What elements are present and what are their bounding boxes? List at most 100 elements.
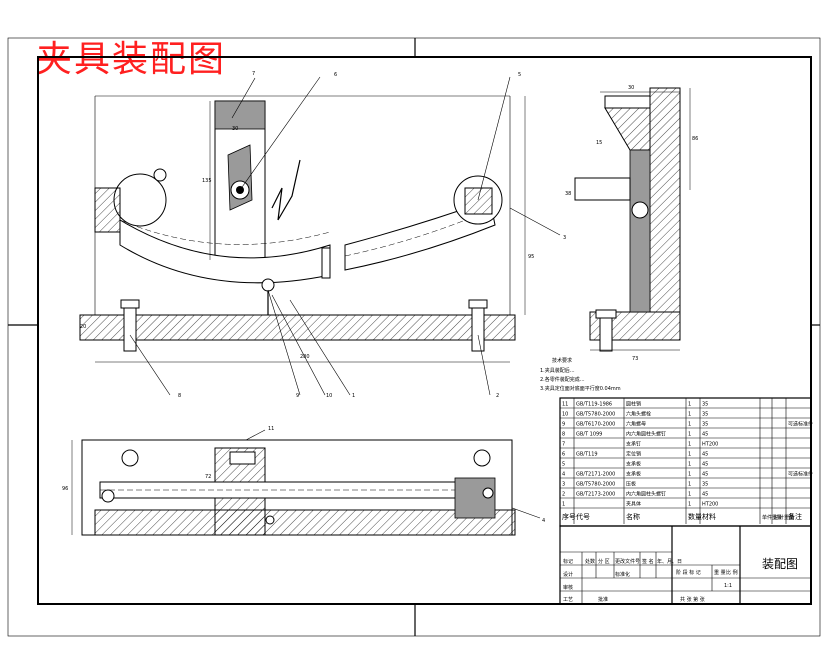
top-base bbox=[94, 509, 516, 536]
bolt-right bbox=[471, 302, 485, 352]
bom-cell: 1 bbox=[688, 412, 691, 418]
bom-cell: 2 bbox=[562, 492, 565, 498]
bom-cell: 压板 bbox=[626, 481, 636, 488]
bom-cell: 定位销 bbox=[626, 451, 641, 458]
balloon-7: 7 bbox=[252, 71, 255, 77]
bom-cell: HT200 bbox=[702, 442, 718, 448]
tech-note-1: 1.夹具装配后... bbox=[540, 367, 575, 374]
bom-cell: 1 bbox=[688, 422, 691, 428]
workpiece-right bbox=[344, 199, 496, 271]
bom-cell: GB/T5780-2000 bbox=[576, 412, 615, 418]
bom-cell: 10 bbox=[562, 412, 568, 418]
dim-side-86: 86 bbox=[692, 136, 698, 142]
bom-cell: 3 bbox=[562, 482, 565, 488]
bom-header: 序号 bbox=[562, 512, 576, 521]
bom-cell: 1 bbox=[688, 452, 691, 458]
tb-count: 处数 bbox=[585, 558, 595, 565]
bom-cell: HT200 bbox=[702, 502, 718, 508]
balloon-2: 2 bbox=[496, 393, 499, 399]
tb-zone: 分 区 bbox=[598, 558, 610, 565]
bom-cell: 支承钉 bbox=[626, 441, 641, 448]
dim-side-15: 15 bbox=[596, 140, 602, 146]
bom-cell: 6 bbox=[562, 452, 565, 458]
balloon-4: 4 bbox=[542, 518, 545, 524]
dim-135: 135 bbox=[202, 178, 212, 184]
bom-cell: 六角螺母 bbox=[626, 421, 646, 428]
tech-note-3: 3.夹具定位面对底面平行度0.04mm bbox=[540, 385, 621, 392]
balloon-5: 5 bbox=[518, 72, 521, 78]
top-view: 96 72 bbox=[62, 439, 516, 536]
bom-cell: GB/T2173-2000 bbox=[576, 492, 615, 498]
sheet-frame bbox=[7, 37, 821, 637]
bom-cell: 5 bbox=[562, 462, 565, 468]
balloon-1: 1 bbox=[352, 393, 355, 399]
bom-cell: 45 bbox=[702, 492, 708, 498]
bom-cell: 夹具体 bbox=[626, 501, 641, 508]
dim-top-72: 72 bbox=[205, 474, 211, 480]
title-block-drawing-name: 装配图 bbox=[762, 557, 798, 571]
tb-signature: 签 名 bbox=[642, 558, 654, 565]
tb-scale: 1:1 bbox=[724, 583, 732, 589]
bom-cell: 35 bbox=[702, 402, 708, 408]
tb-review: 审核 bbox=[563, 584, 573, 591]
dim-30: 30 bbox=[232, 126, 238, 132]
bom-cell: GB/T119-1986 bbox=[576, 402, 612, 408]
dim-side-73: 73 bbox=[632, 356, 638, 362]
tb-change-doc: 更改文件号 bbox=[615, 558, 640, 565]
tb-ratio: 比 例 bbox=[726, 569, 738, 576]
bom-cell: 支承板 bbox=[626, 471, 641, 478]
bom-cell: 支承板 bbox=[626, 461, 641, 468]
bom-cell: 1 bbox=[688, 502, 691, 508]
tech-notes-heading: 技术要求 bbox=[552, 357, 572, 364]
tb-weight: 重 量 bbox=[714, 569, 726, 576]
side-view: 30 73 86 15 38 bbox=[565, 85, 698, 362]
title-block: 装配图 标记 处数 分 区 更改文件号 签 名 年、月、日 设计 标准化 阶 段… bbox=[559, 525, 812, 605]
bom-header: 单件重量 bbox=[762, 514, 782, 521]
bom-cell: 六角头螺栓 bbox=[626, 411, 651, 418]
bom-cell: GB/T6170-2000 bbox=[576, 422, 615, 428]
bom-cell: 35 bbox=[702, 482, 708, 488]
bom-cell: 可选标准件 bbox=[788, 471, 813, 478]
bom-cell: 45 bbox=[702, 452, 708, 458]
bom-cell: GB/T 1099 bbox=[576, 432, 602, 438]
balloon-3: 3 bbox=[563, 235, 566, 241]
drawing-title: 夹具装配图 bbox=[36, 39, 227, 80]
dim-top-96: 96 bbox=[62, 486, 68, 492]
balloons: 7 6 5 3 8 9 10 1 2 11 4 bbox=[129, 71, 566, 524]
dim-side-38: 38 bbox=[565, 191, 571, 197]
tb-date: 年、月、日 bbox=[657, 558, 682, 565]
bom-cell: 4 bbox=[562, 472, 565, 478]
bom-cell: 1 bbox=[688, 402, 691, 408]
balloon-6: 6 bbox=[334, 72, 337, 78]
bom-cell: 11 bbox=[562, 402, 568, 408]
bom-cell: 可选标准件 bbox=[788, 421, 813, 428]
bom-cell: 9 bbox=[562, 422, 565, 428]
tb-process: 工艺 bbox=[563, 597, 573, 603]
tb-approve: 批准 bbox=[598, 596, 608, 603]
bom-cell: 内六角圆柱头螺钉 bbox=[626, 431, 666, 438]
bom-cell: 1 bbox=[688, 492, 691, 498]
bom-cell: 圆柱销 bbox=[626, 401, 641, 408]
dim-side-30: 30 bbox=[628, 85, 634, 91]
bom-cell: 1 bbox=[688, 482, 691, 488]
center-pin bbox=[261, 278, 275, 292]
bom-cell: 45 bbox=[702, 462, 708, 468]
tech-notes: 技术要求 1.夹具装配后... 2.各零件装配完成... 3.夹具定位面对底面平… bbox=[540, 357, 621, 392]
dim-95: 95 bbox=[528, 254, 534, 260]
bom-cell: 1 bbox=[688, 472, 691, 478]
base-plate bbox=[79, 314, 516, 341]
bom-cell: 内六角圆柱头螺钉 bbox=[626, 491, 666, 498]
tb-sheets: 共 张 第 张 bbox=[680, 596, 705, 603]
side-column bbox=[649, 87, 681, 313]
bom-cell: 1 bbox=[688, 462, 691, 468]
tech-note-2: 2.各零件装配完成... bbox=[540, 376, 585, 383]
tb-standard: 标准化 bbox=[615, 571, 630, 578]
front-view: 280 95 135 20 30 bbox=[79, 95, 534, 363]
dim-20: 20 bbox=[80, 324, 86, 330]
tb-stage: 阶 段 标 记 bbox=[676, 569, 701, 576]
bom-cell: 1 bbox=[688, 432, 691, 438]
bom-cell: GB/T5780-2000 bbox=[576, 482, 615, 488]
side-workpiece bbox=[629, 149, 651, 313]
